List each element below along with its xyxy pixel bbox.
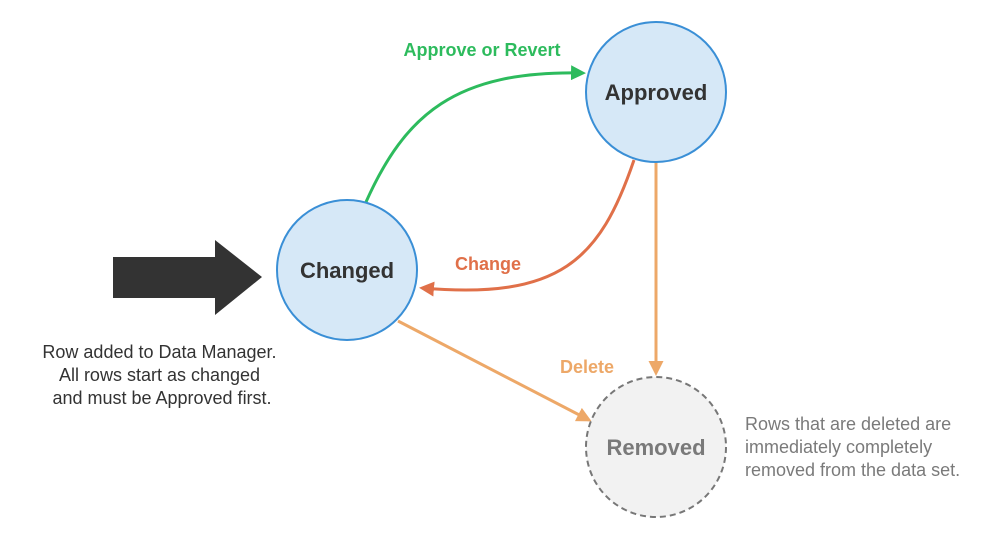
note-start-line-2: All rows start as changed [59, 365, 260, 385]
note-removed: Rows that are deleted are immediately co… [745, 414, 960, 480]
edge-change [419, 159, 636, 297]
note-removed-line-3: removed from the data set. [745, 460, 960, 480]
state-changed-label: Changed [300, 258, 394, 283]
note-removed-line-2: immediately completely [745, 437, 932, 457]
note-start: Row added to Data Manager. All rows star… [42, 342, 281, 408]
edge-delete-from-changed [397, 319, 592, 422]
entry-arrow [113, 240, 262, 315]
state-approved [585, 21, 727, 163]
state-changed [276, 199, 418, 341]
note-start-line-3: and must be Approved first. [52, 388, 271, 408]
edge-approve-label: Approve or Revert [403, 40, 560, 60]
state-removed-label: Removed [606, 435, 705, 460]
note-start-line-1: Row added to Data Manager. [42, 342, 276, 362]
edge-approve [364, 65, 586, 203]
state-approved-label: Approved [605, 80, 708, 105]
state-removed [585, 376, 727, 518]
edge-delete-label: Delete [560, 357, 614, 377]
note-removed-line-1: Rows that are deleted are [745, 414, 951, 434]
edge-change-label: Change [455, 254, 521, 274]
